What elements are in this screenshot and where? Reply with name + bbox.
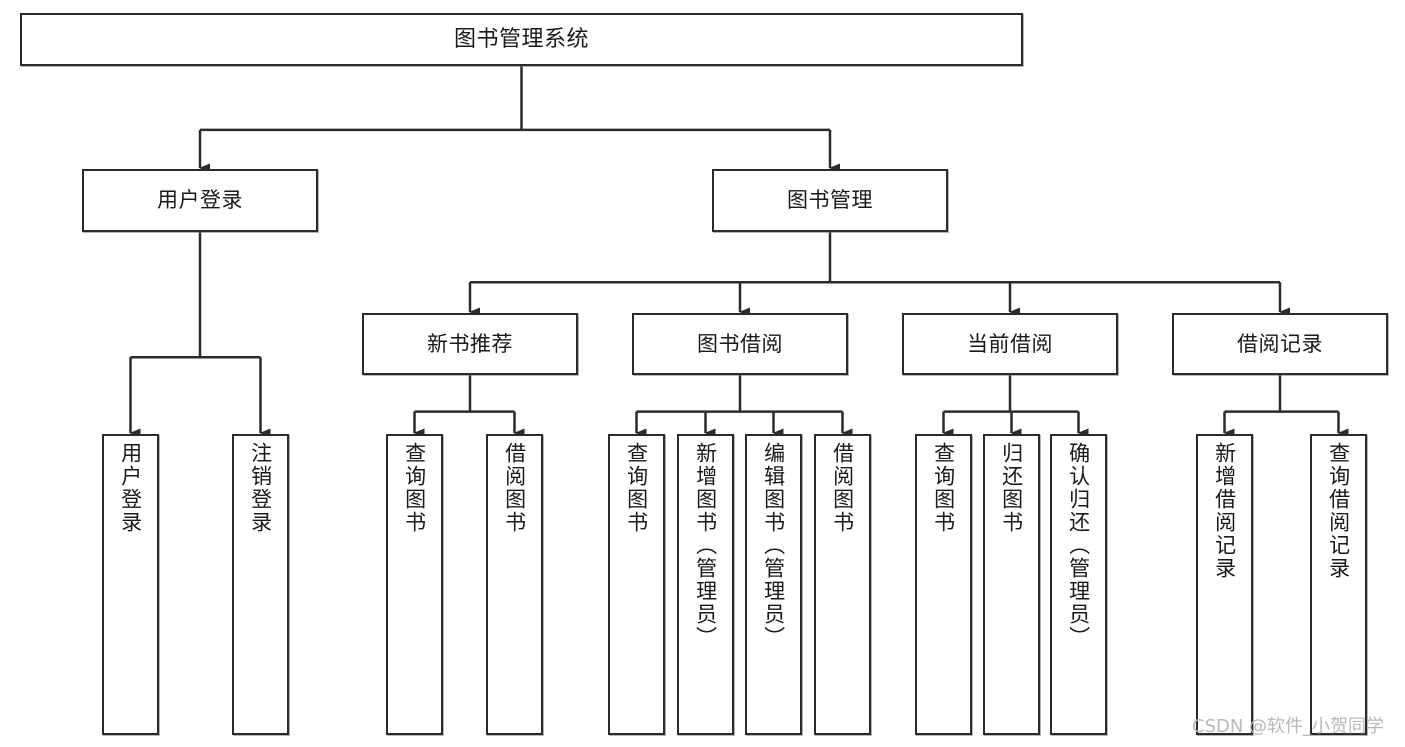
node-label-current-borrow: 当前借阅 [967, 331, 1053, 356]
node-book-borrow[interactable]: 图书借阅 [632, 313, 848, 375]
node-leaf-add-borrow-record[interactable]: 新增借阅记录 [1196, 434, 1253, 735]
node-leaf-return-book[interactable]: 归还图书 [983, 434, 1040, 735]
node-label-leaf-query-borrow-record: 查询借阅记录 [1326, 442, 1351, 580]
node-label-leaf-edit-book: 编辑图书（管理员） [761, 442, 786, 649]
node-label-leaf-query-book-1: 查询图书 [402, 442, 427, 534]
node-label-root-system: 图书管理系统 [453, 26, 589, 52]
node-leaf-user-login[interactable]: 用户登录 [102, 434, 159, 735]
node-label-borrow-record: 借阅记录 [1237, 331, 1323, 356]
node-leaf-confirm-return[interactable]: 确认归还（管理员） [1050, 434, 1107, 735]
node-label-leaf-query-book-2: 查询图书 [624, 442, 649, 534]
node-label-book-borrow: 图书借阅 [697, 331, 783, 356]
node-label-leaf-query-book-3: 查询图书 [931, 442, 956, 534]
node-borrow-record[interactable]: 借阅记录 [1172, 313, 1388, 375]
node-label-user-login: 用户登录 [157, 188, 243, 213]
node-leaf-query-borrow-record[interactable]: 查询借阅记录 [1310, 434, 1367, 735]
node-label-book-manage: 图书管理 [787, 188, 873, 213]
node-label-leaf-borrow-book-2: 借阅图书 [830, 442, 855, 534]
node-leaf-edit-book[interactable]: 编辑图书（管理员） [745, 434, 802, 735]
node-book-manage[interactable]: 图书管理 [712, 169, 948, 232]
node-leaf-borrow-book-2[interactable]: 借阅图书 [814, 434, 871, 735]
node-leaf-add-book[interactable]: 新增图书（管理员） [677, 434, 734, 735]
csdn-watermark: CSDN @软件_小贺同学 [1192, 716, 1385, 737]
node-leaf-borrow-book-1[interactable]: 借阅图书 [486, 434, 543, 735]
node-label-leaf-confirm-return: 确认归还（管理员） [1066, 442, 1091, 649]
node-root-system[interactable]: 图书管理系统 [20, 13, 1023, 66]
node-label-leaf-add-book: 新增图书（管理员） [693, 442, 718, 649]
node-user-login[interactable]: 用户登录 [82, 169, 318, 232]
node-leaf-query-book-3[interactable]: 查询图书 [915, 434, 972, 735]
node-leaf-query-book-1[interactable]: 查询图书 [386, 434, 443, 735]
node-label-leaf-user-login: 用户登录 [118, 442, 143, 534]
node-label-new-book-recommend: 新书推荐 [427, 331, 513, 356]
node-label-leaf-return-book: 归还图书 [999, 442, 1024, 534]
node-label-leaf-add-borrow-record: 新增借阅记录 [1212, 442, 1237, 580]
node-label-leaf-logout: 注销登录 [248, 442, 273, 534]
node-current-borrow[interactable]: 当前借阅 [902, 313, 1118, 375]
node-leaf-query-book-2[interactable]: 查询图书 [608, 434, 665, 735]
node-label-leaf-borrow-book-1: 借阅图书 [502, 442, 527, 534]
node-leaf-logout[interactable]: 注销登录 [232, 434, 289, 735]
node-new-book-recommend[interactable]: 新书推荐 [362, 313, 578, 375]
